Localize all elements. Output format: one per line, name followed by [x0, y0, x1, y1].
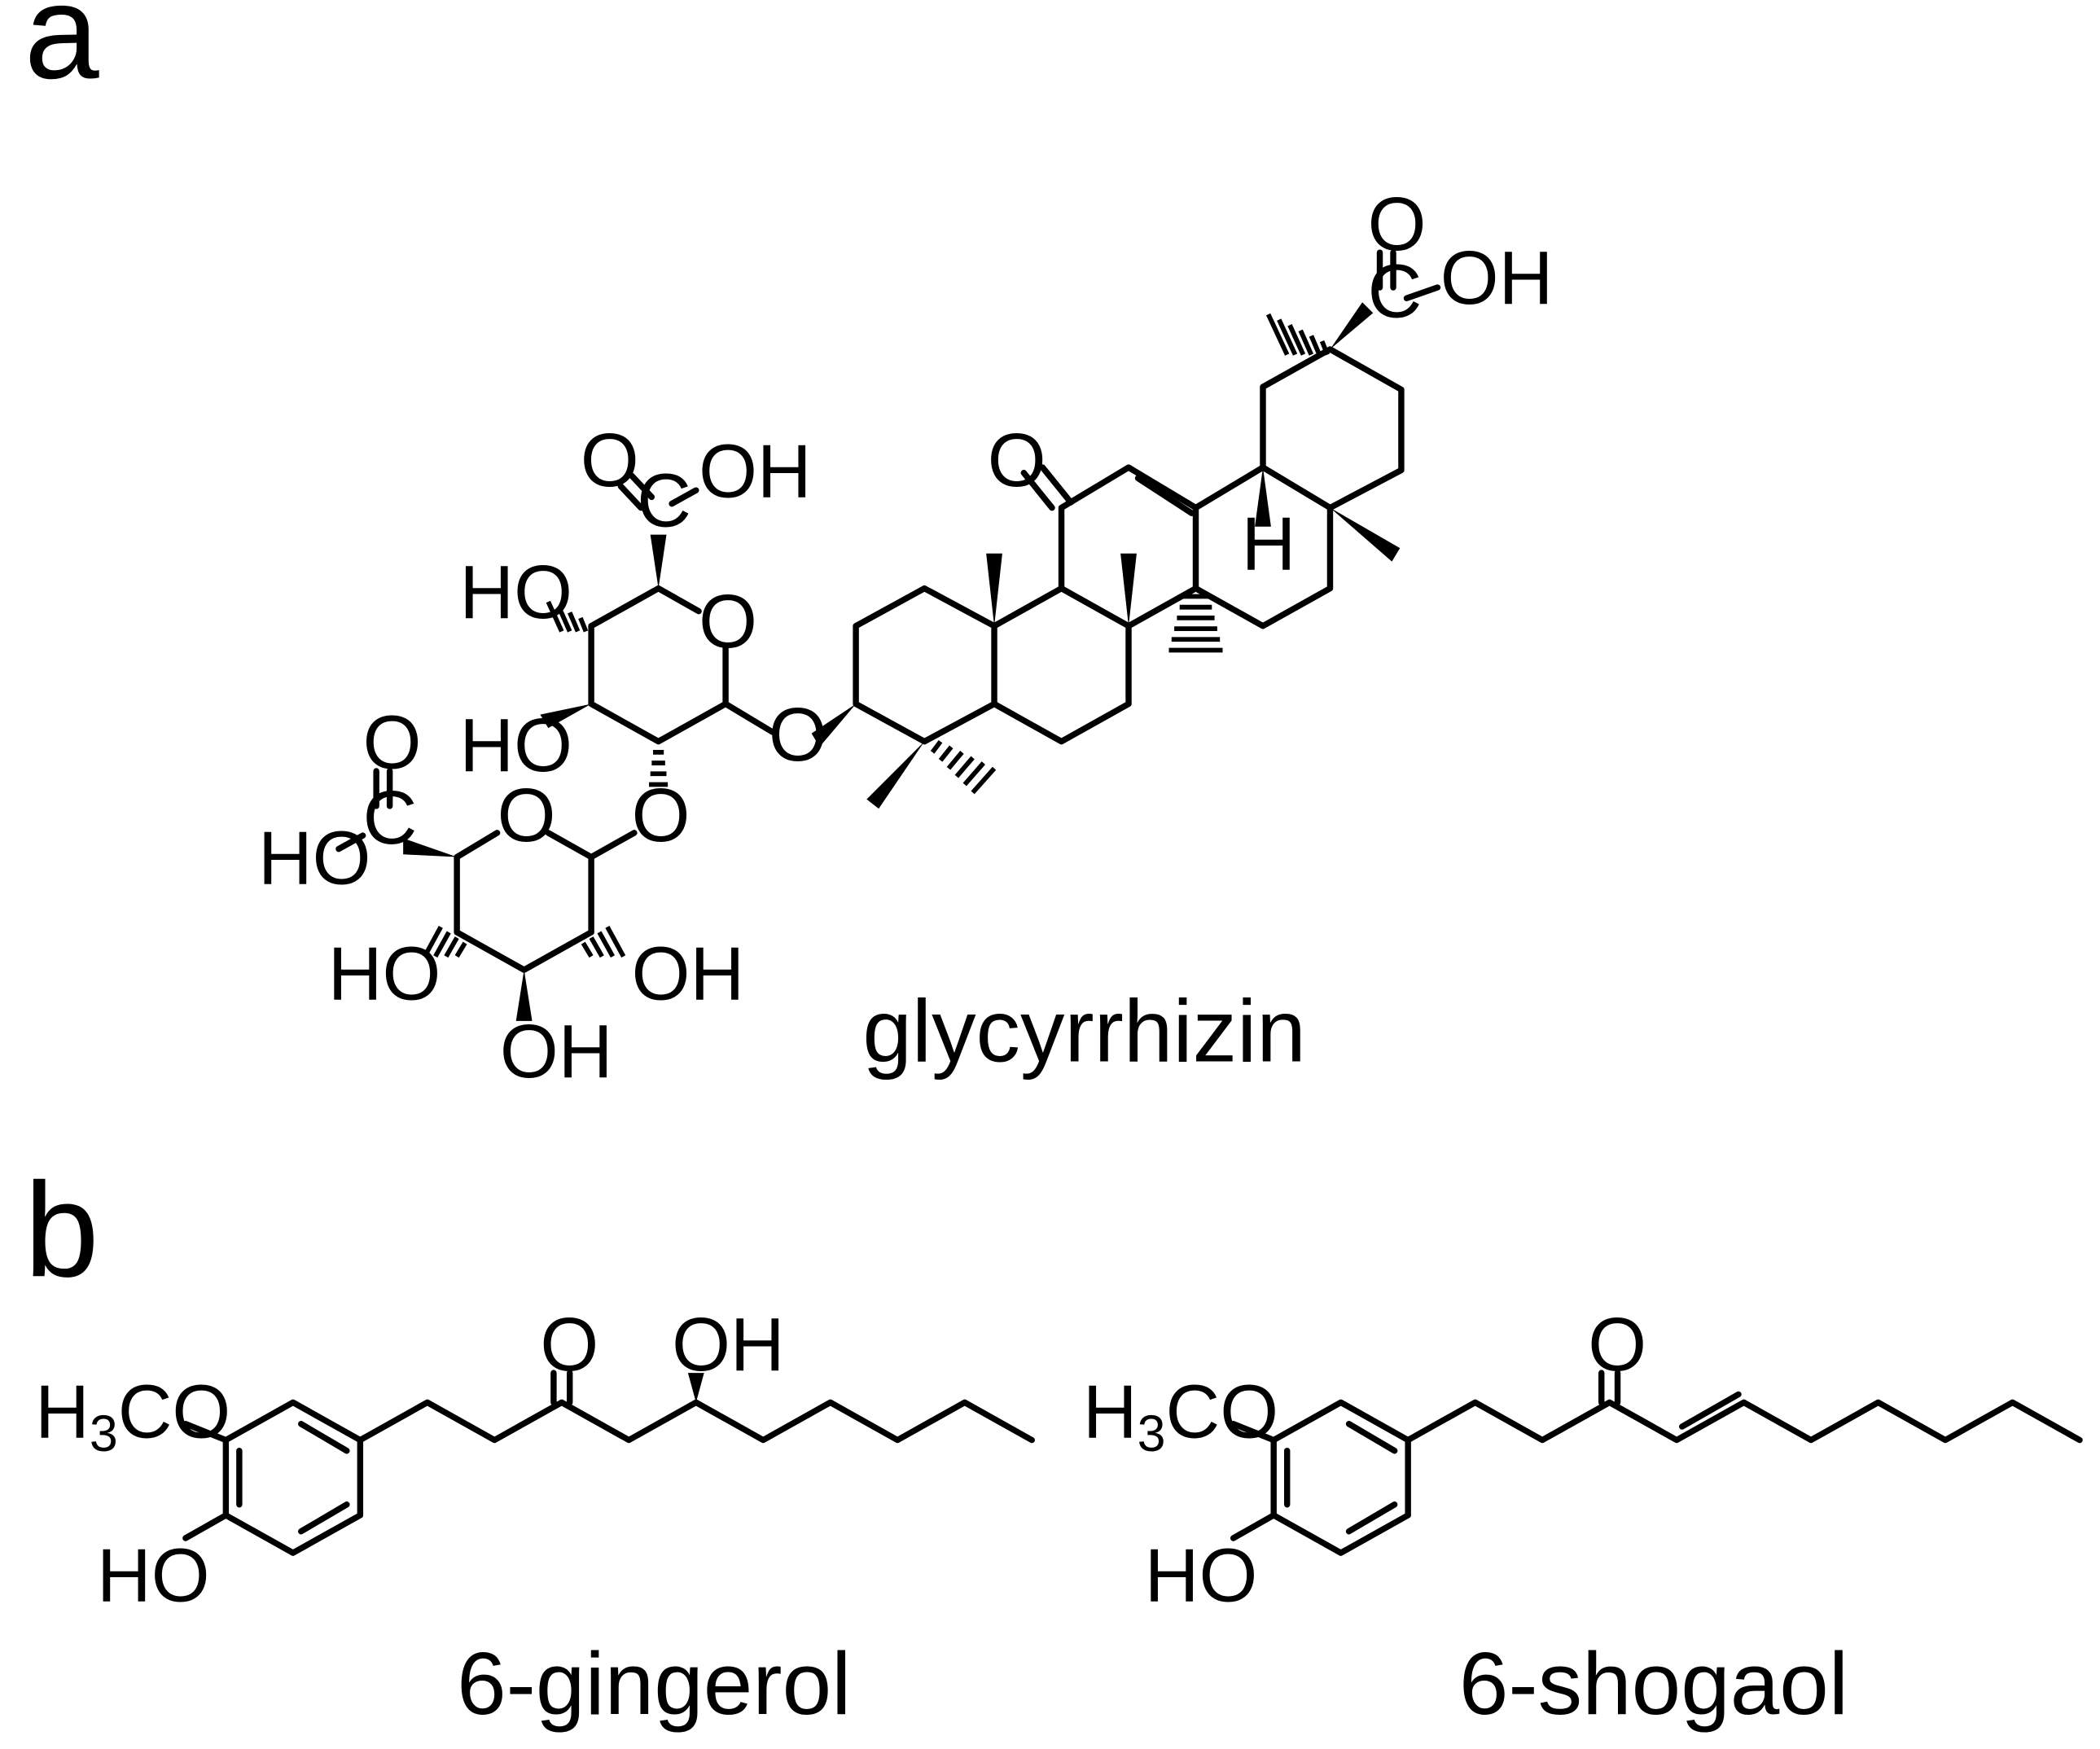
atom-O-ring1: O: [699, 579, 757, 664]
atom-HO-ring2-left: HO: [328, 931, 441, 1015]
panel-label-b: b: [24, 1155, 99, 1304]
atom-HO-shogaol: HO: [1145, 1533, 1258, 1618]
atom-OH-ring2-right: OH: [632, 931, 745, 1015]
atom-O-acid-top: O: [1368, 182, 1427, 266]
atom-HO-ring1-upper: HO: [459, 550, 572, 634]
atom-H3CO-gingerol: H3CO: [35, 1369, 230, 1462]
atom-HO-ring1-lower: HO: [459, 703, 572, 787]
atom-O-glycosidic: O: [769, 692, 827, 777]
atom-C-acid2: C: [363, 775, 418, 860]
molecule-name-glycyrrhizin: glycyrrhizin: [862, 981, 1305, 1081]
atom-O-gingerol: O: [540, 1302, 598, 1387]
gingerol-structure: H3CO HO O OH 6-gingerol: [35, 1302, 1035, 1734]
shogaol-structure: H3CO HO O 6-shogaol: [1083, 1302, 2083, 1734]
atom-C-acid1: C: [637, 458, 691, 543]
atom-O-ring2: O: [498, 773, 556, 857]
atom-O-ketone: O: [988, 418, 1046, 502]
atom-O-interglycosidic: O: [632, 773, 691, 857]
atom-HO-gingerol: HO: [97, 1533, 210, 1618]
atom-OH-acid1: OH: [699, 428, 812, 513]
atom-O-acid1: O: [581, 418, 639, 502]
atom-HO-acid2: HO: [258, 816, 371, 901]
atom-OH-ring2-bottom: OH: [500, 1009, 613, 1094]
atom-C-acid-top: C: [1368, 248, 1423, 333]
atom-H3CO-shogaol: H3CO: [1083, 1369, 1278, 1462]
atom-O-shogaol: O: [1588, 1302, 1646, 1387]
atom-H-stereo: H: [1242, 502, 1296, 586]
atom-OH-gingerol: OH: [672, 1302, 785, 1387]
molecule-name-6-shogaol: 6-shogaol: [1459, 1634, 1848, 1734]
panel-label-a: a: [24, 0, 99, 107]
molecule-name-6-gingerol: 6-gingerol: [457, 1634, 851, 1734]
glycyrrhizin-structure: O O C OH H O O O C OH HO HO O O O C HO H…: [258, 182, 1553, 1094]
atom-O-acid2: O: [363, 700, 422, 785]
atom-OH-acid-top: OH: [1440, 235, 1554, 320]
